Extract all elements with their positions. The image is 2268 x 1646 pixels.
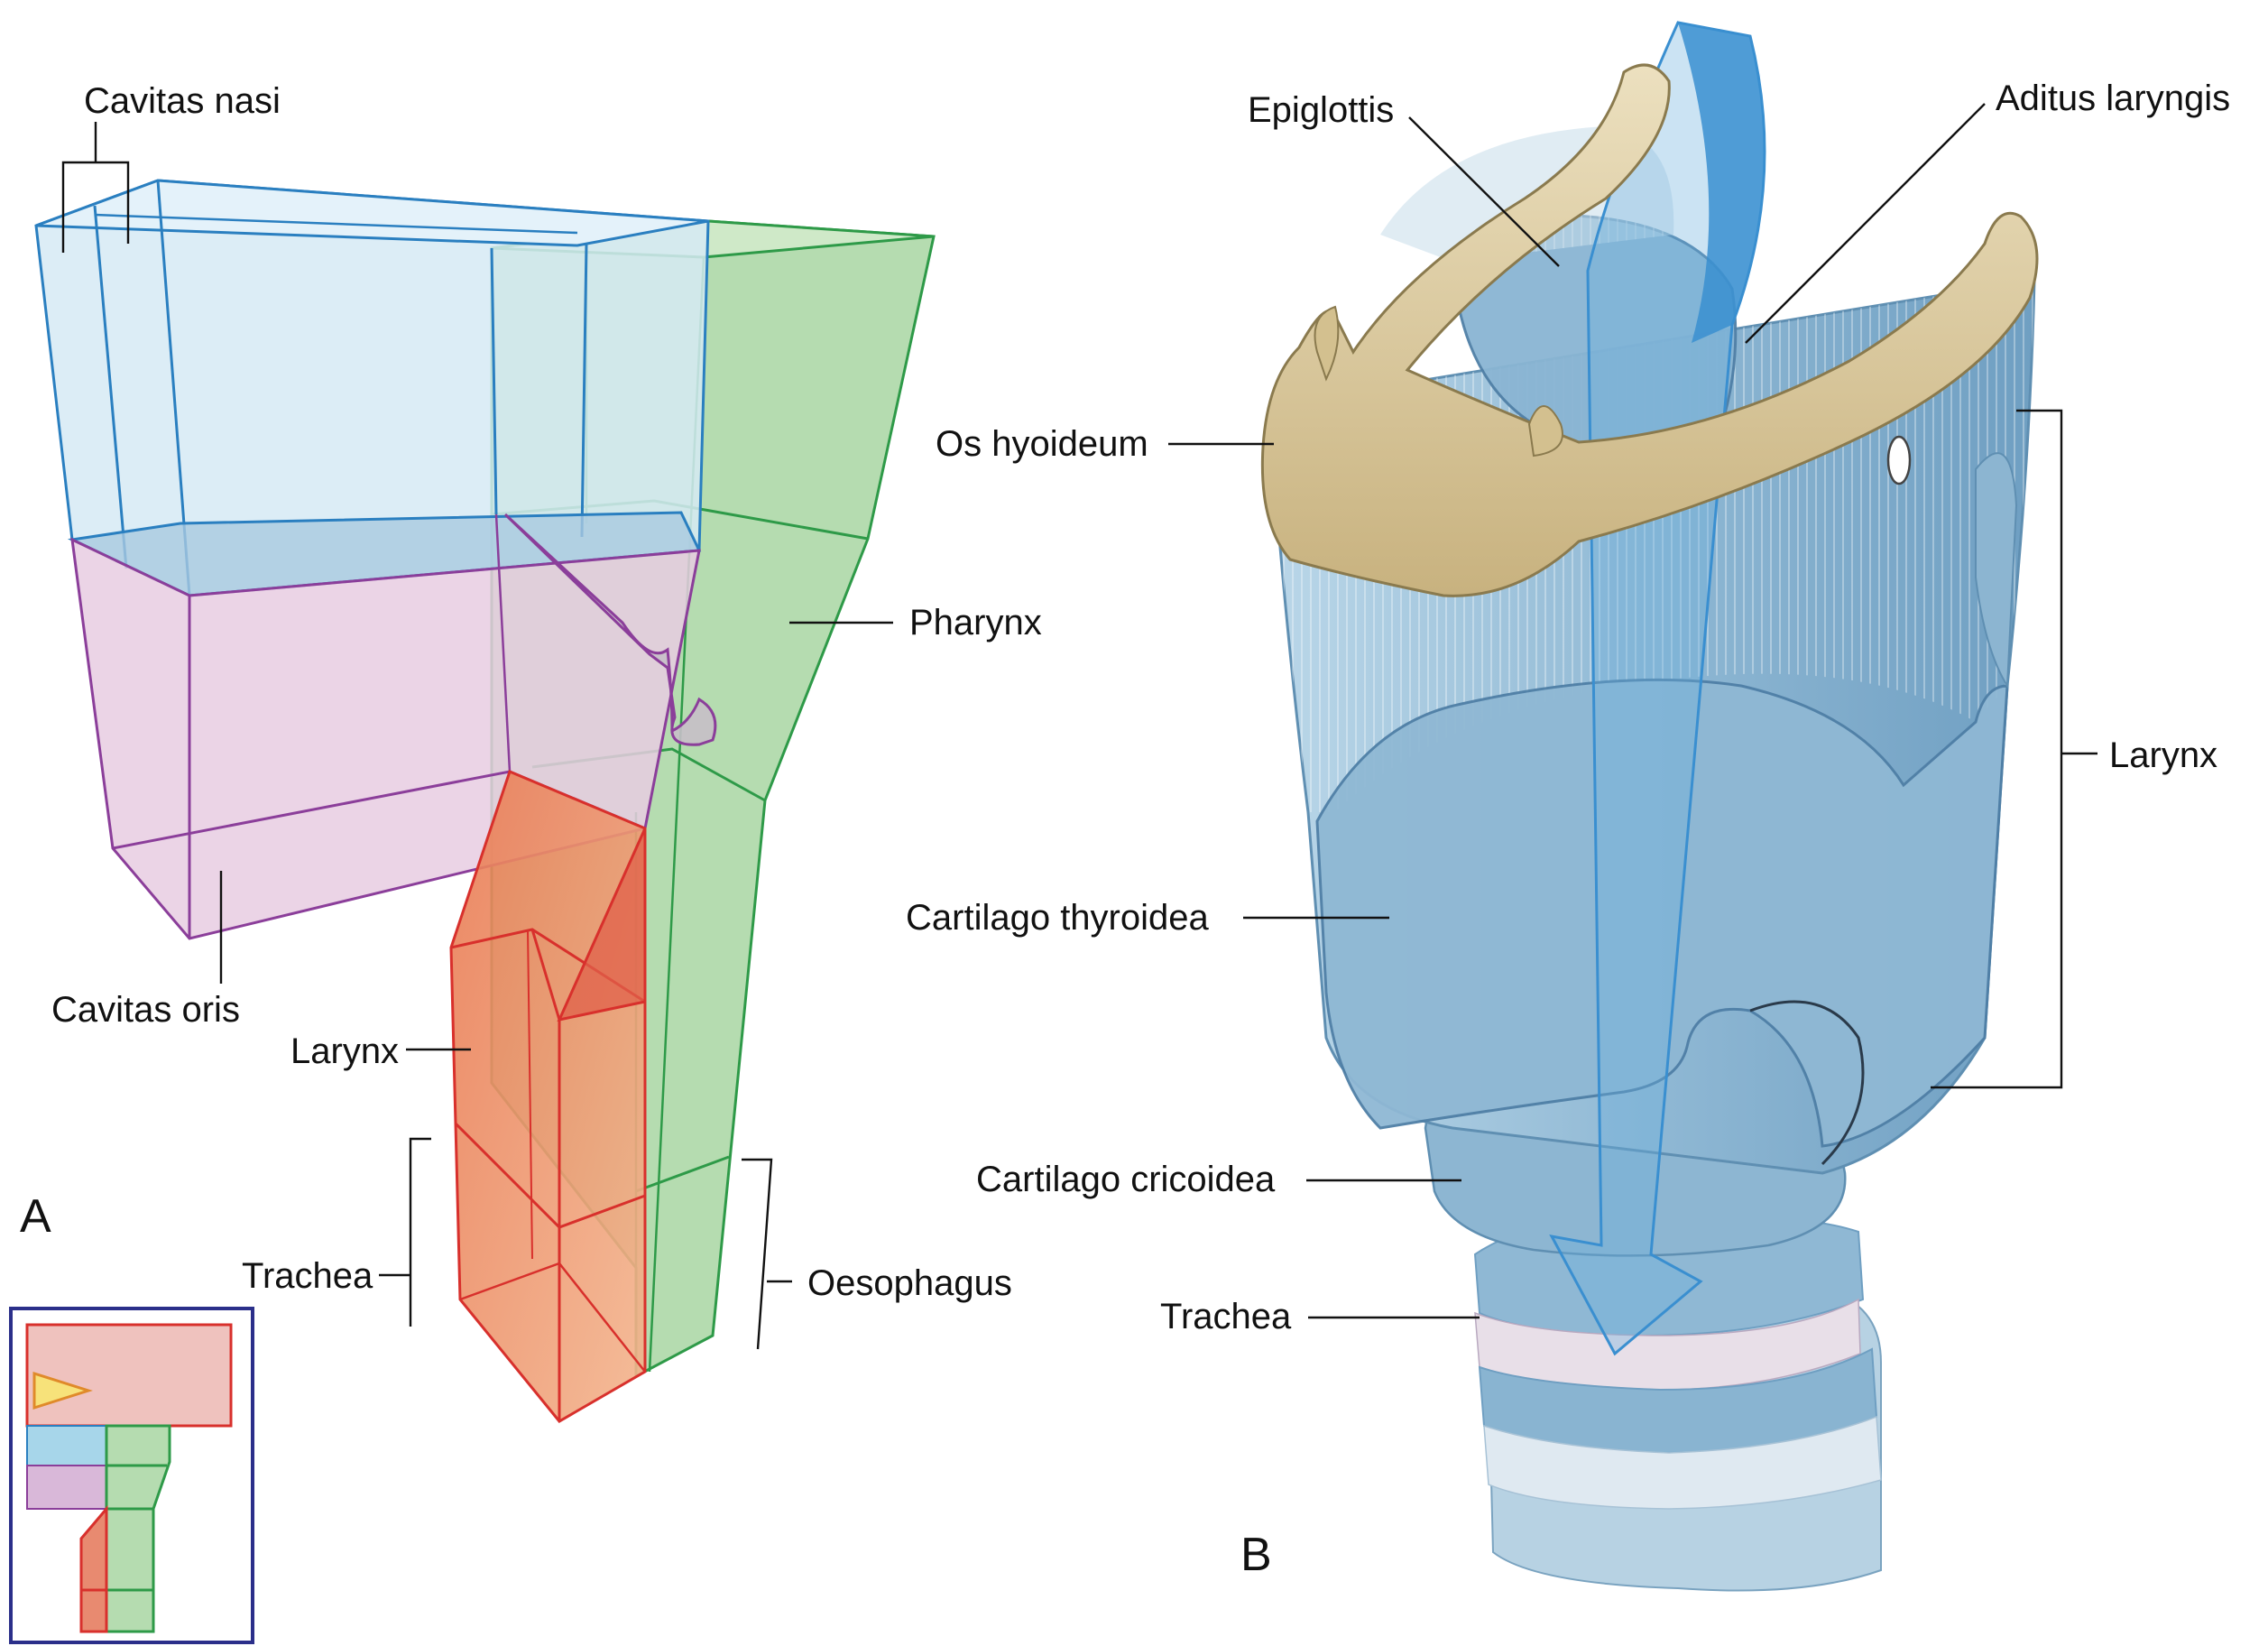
label-aditus-laryngis: Aditus laryngis <box>1996 79 2230 118</box>
larynx-trachea-block <box>451 772 645 1421</box>
panel-b-illustration: Epiglottis Aditus laryngis Os hyoideum L… <box>906 23 2230 1591</box>
label-oesophagus: Oesophagus <box>807 1263 1012 1303</box>
label-trachea-a: Trachea <box>242 1256 373 1296</box>
label-os-hyoideum: Os hyoideum <box>936 424 1148 464</box>
label-cartilago-cricoidea: Cartilago cricoidea <box>976 1160 1276 1199</box>
label-trachea-b: Trachea <box>1160 1297 1292 1336</box>
orientation-key <box>11 1308 253 1642</box>
panel-b-letter: B <box>1240 1529 1272 1581</box>
label-pharynx: Pharynx <box>909 603 1042 643</box>
label-larynx-b: Larynx <box>2109 735 2217 775</box>
label-cartilago-thyroidea: Cartilago thyroidea <box>906 898 1209 938</box>
panel-a-letter: A <box>20 1190 51 1243</box>
label-larynx-a: Larynx <box>290 1031 399 1071</box>
label-cavitas-oris: Cavitas oris <box>51 990 240 1030</box>
panel-a-schematic: Cavitas nasi Pharynx Cavitas oris Larynx… <box>11 81 1042 1642</box>
label-epiglottis: Epiglottis <box>1248 90 1394 130</box>
nasal-cavity-block <box>36 180 708 596</box>
label-cavitas-nasi: Cavitas nasi <box>84 81 281 121</box>
